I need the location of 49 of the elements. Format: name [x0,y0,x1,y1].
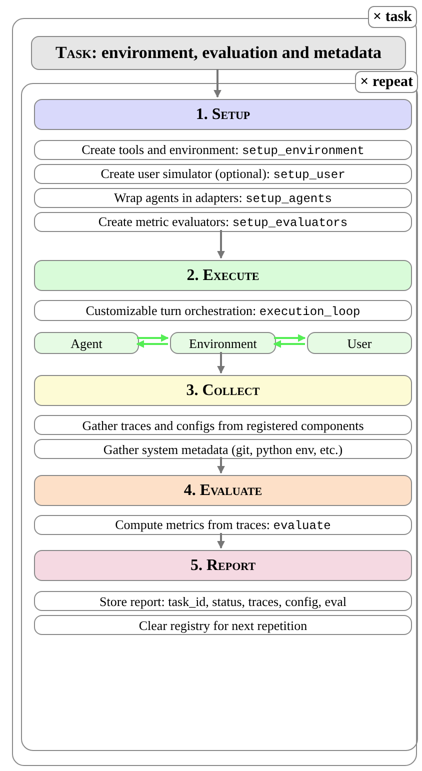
arrow [217,230,225,259]
stage-title: 1. Setup [196,104,250,124]
step-box [34,439,412,459]
arrow [274,334,306,342]
stage-header-box [34,260,412,291]
step-box [34,615,412,635]
loop-tag: × task [368,6,417,28]
step-text: Clear registry for next repetition [138,618,308,632]
step-box [34,164,412,184]
step-text: Environment [189,336,257,350]
stage-header-box [34,99,412,130]
stage-title: 3. Collect [186,380,260,400]
step-text: Gather traces and configs from registered components [82,418,364,432]
stage-title: 2. Execute [186,266,260,286]
arrow [217,457,225,474]
loop-tag: × repeat [355,71,418,93]
task-title: Task: environment, evaluation and metadata [55,42,382,64]
component-box [170,332,276,354]
step-box [34,591,412,611]
component-box [307,332,412,354]
step-box [34,515,412,535]
arrow [273,340,305,348]
step-box [34,140,412,160]
step-box [34,188,412,208]
component-box [34,332,139,354]
step-text: Gather system metadata (git, python env, etc.) [103,442,343,456]
task-header-box [31,36,406,70]
arrow [136,340,168,348]
step-box [34,300,412,321]
arrow [217,533,225,549]
step-text: Wrap agents in adapters: setup_agents [114,191,332,205]
step-text: Create tools and environment: setup_environment [82,143,364,157]
step-text: Customizable turn orchestration: execution_loop [86,304,360,318]
step-text: Create user simulator (optional): setup_user [100,167,346,181]
step-text: Create metric evaluators: setup_evaluators [98,215,348,229]
step-text: Compute metrics from traces: evaluate [115,518,331,532]
stage-title: 4. Evaluate [184,480,262,500]
arrow [214,69,222,98]
arrow [137,334,169,342]
step-text: Agent [70,336,102,350]
step-text: User [347,336,372,350]
step-box [34,212,412,232]
stage-title: 5. Report [190,556,256,576]
arrow [217,352,225,374]
step-box [34,415,412,435]
stage-header-box [34,475,412,506]
stage-header-box [34,550,412,581]
step-text: Store report: task_id, status, traces, config, eval [100,594,346,608]
stage-header-box [34,375,412,406]
